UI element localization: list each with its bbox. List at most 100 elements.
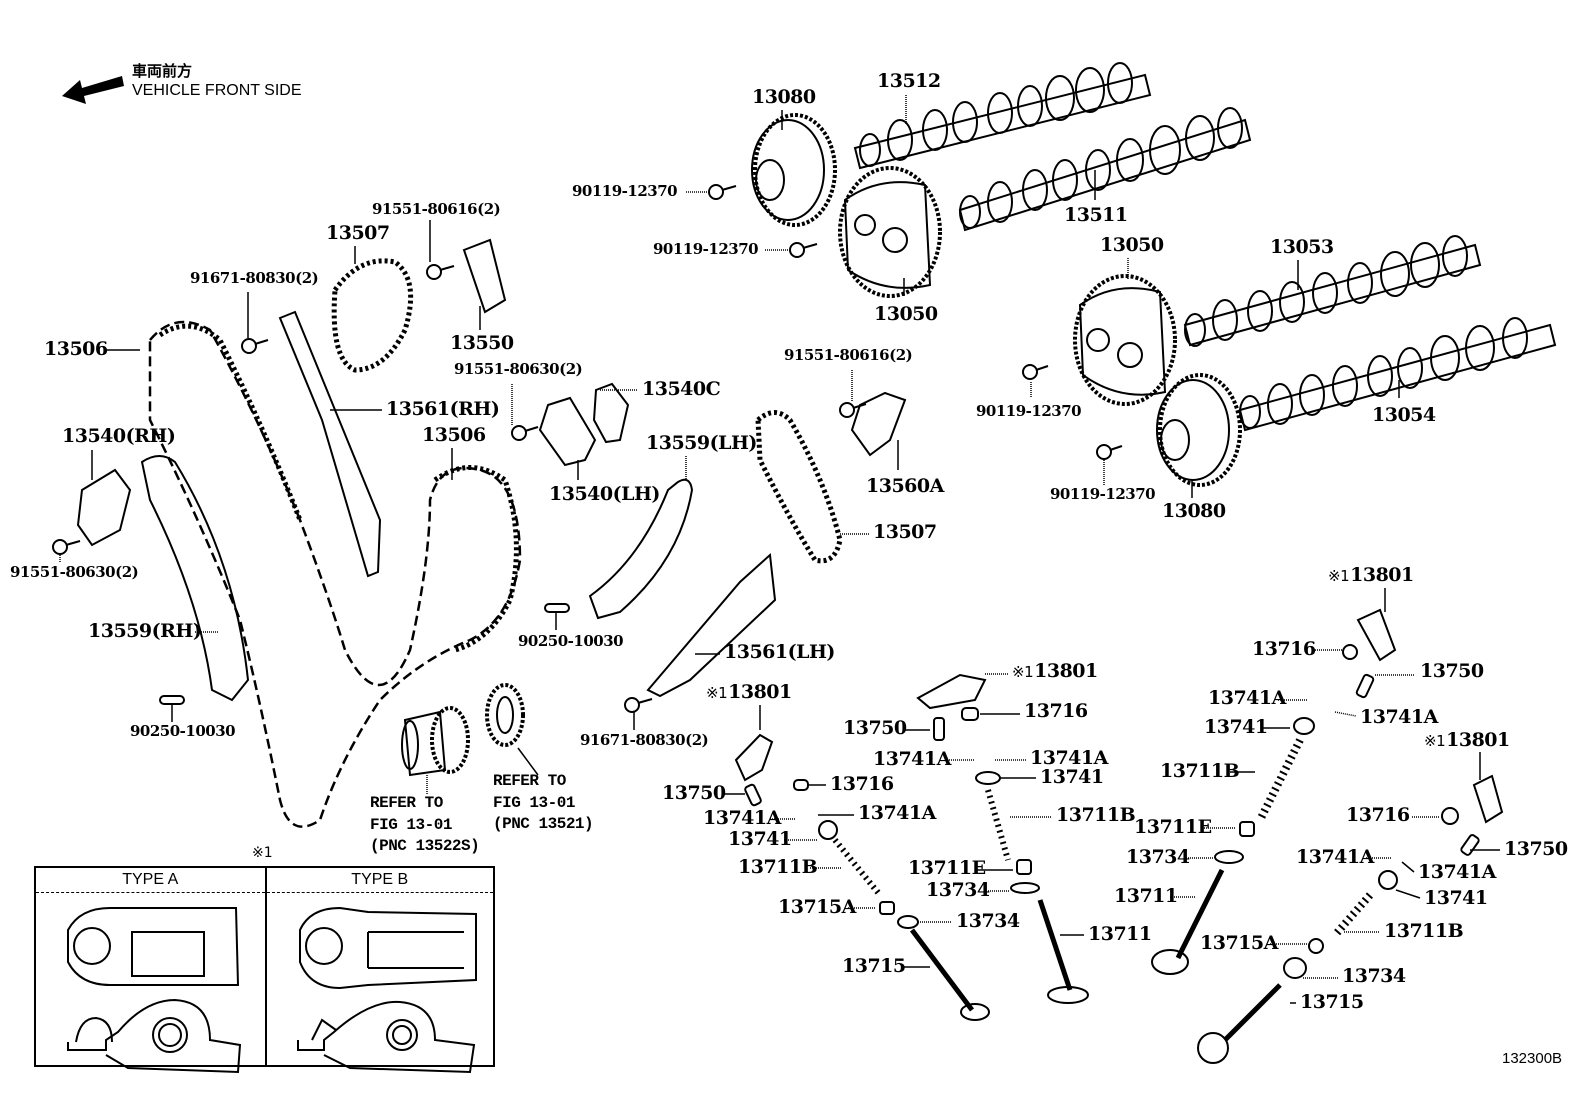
inset-type-a: TYPE A (36, 868, 265, 1065)
part-label[interactable]: 90119-12370 (572, 182, 678, 200)
part-label[interactable]: 13741A (1296, 846, 1374, 868)
part-label[interactable]: 90250-10030 (130, 722, 236, 740)
part-label[interactable]: 13734 (1342, 965, 1406, 987)
part-label[interactable]: 91551-80630(2) (454, 360, 583, 378)
part-label[interactable]: 13741 (728, 828, 792, 850)
part-label[interactable]: 13741 (1424, 887, 1488, 909)
part-label[interactable]: 13711B (1056, 804, 1136, 826)
part-label[interactable]: 13741A (1208, 687, 1286, 709)
part-label[interactable]: 13080 (752, 86, 816, 108)
refer-note-line: REFER TO (493, 772, 566, 790)
valve-train-group-1 (734, 733, 990, 1021)
part-label[interactable]: 13711 (1088, 923, 1152, 945)
camshaft-13054 (1238, 317, 1557, 432)
part-number: 13801 (1034, 660, 1098, 682)
part-label[interactable]: 90119-12370 (976, 402, 1082, 420)
part-label[interactable]: 13507 (326, 222, 390, 244)
part-number: 13801 (1446, 729, 1510, 751)
part-label[interactable]: 13716 (830, 773, 894, 795)
part-label[interactable]: 13506 (422, 424, 486, 446)
vehicle-front-label-en: VEHICLE FRONT SIDE (132, 82, 302, 99)
refer-note-line: REFER TO (370, 794, 443, 812)
part-label[interactable]: 13750 (1420, 660, 1484, 682)
part-label[interactable]: 13711B (738, 856, 818, 878)
part-label[interactable]: 13550 (450, 332, 514, 354)
inset-rocker-type-b (297, 906, 477, 1074)
part-label[interactable]: 90119-12370 (653, 240, 759, 258)
part-label[interactable]: 13711B (1160, 760, 1240, 782)
part-label[interactable]: 13741A (1360, 706, 1438, 728)
part-label[interactable]: 13511 (1064, 204, 1128, 226)
part-label[interactable]: 13559(RH) (88, 620, 202, 642)
part-label[interactable]: ※113801 (706, 683, 792, 702)
part-label[interactable]: 91551-80630(2) (10, 563, 139, 581)
part-label[interactable]: 13053 (1270, 236, 1334, 258)
part-label[interactable]: 13750 (843, 717, 907, 739)
part-label[interactable]: 13741 (1040, 766, 1104, 788)
oil-pump-sprocket (485, 683, 525, 747)
part-label[interactable]: 13080 (1162, 500, 1226, 522)
part-label[interactable]: 90119-12370 (1050, 485, 1156, 503)
part-label[interactable]: 13734 (1126, 846, 1190, 868)
part-label[interactable]: 13540(LH) (549, 483, 660, 505)
part-label[interactable]: 13715 (1300, 991, 1364, 1013)
crank-sprocket (401, 706, 470, 777)
part-label[interactable]: 13741 (1204, 716, 1268, 738)
valve-train-group-3 (1151, 608, 1397, 975)
vvt-gear-13050-lower (1073, 274, 1177, 406)
part-label[interactable]: 13559(LH) (646, 432, 757, 454)
part-label[interactable]: 13050 (1100, 234, 1164, 256)
part-label[interactable]: ※113801 (1012, 662, 1098, 681)
part-label[interactable]: 13715A (778, 896, 856, 918)
part-label[interactable]: 13506 (44, 338, 108, 360)
part-label[interactable]: 13561(RH) (386, 398, 500, 420)
part-label[interactable]: 91551-80616(2) (372, 200, 501, 218)
part-label[interactable]: 91671-80830(2) (580, 731, 709, 749)
part-label[interactable]: 13741A (858, 802, 936, 824)
part-number: 13801 (1350, 564, 1414, 586)
part-label[interactable]: 13750 (662, 782, 726, 804)
part-label[interactable]: 13050 (874, 303, 938, 325)
type-note-marker: ※1 (706, 684, 728, 702)
part-label[interactable]: 13711E (1134, 816, 1212, 838)
refer-note-crank: REFER TO FIG 13-01 (PNC 13522S) (370, 793, 480, 858)
part-label[interactable]: 13711B (1384, 920, 1464, 942)
vvt-gear-13080-upper (751, 113, 837, 227)
part-label[interactable]: 13741A (1030, 747, 1108, 769)
part-label[interactable]: 13711E (908, 857, 986, 879)
part-label[interactable]: 91671-80830(2) (190, 269, 319, 287)
tensioner-13560a (850, 391, 907, 457)
valve-train-group-4 (1197, 774, 1504, 1064)
camshaft-13511 (958, 107, 1252, 232)
part-label[interactable]: 13741A (1418, 861, 1496, 883)
type-a-label: TYPE A (36, 868, 265, 893)
part-label[interactable]: 91551-80616(2) (784, 346, 913, 364)
part-label[interactable]: ※113801 (1424, 731, 1510, 750)
type-note-marker: ※1 (1328, 567, 1350, 585)
leader-lines (59, 95, 1500, 1004)
part-label[interactable]: 13716 (1346, 804, 1410, 826)
part-label[interactable]: 13734 (956, 910, 1020, 932)
part-label[interactable]: 13540C (642, 378, 721, 400)
part-label[interactable]: 13561(LH) (724, 641, 835, 663)
part-label[interactable]: 13711 (1114, 885, 1178, 907)
part-label[interactable]: 13507 (873, 521, 937, 543)
tensioner-arm-13559-lh (588, 478, 694, 620)
part-label[interactable]: 13560A (866, 475, 944, 497)
part-label[interactable]: 13741A (873, 748, 951, 770)
part-label[interactable]: 13540(RH) (62, 425, 176, 447)
part-label[interactable]: 13512 (877, 70, 941, 92)
part-label[interactable]: 13054 (1372, 404, 1436, 426)
part-label[interactable]: 90250-10030 (518, 632, 624, 650)
part-label[interactable]: 13715 (842, 955, 906, 977)
part-label[interactable]: 13716 (1252, 638, 1316, 660)
part-label[interactable]: 13716 (1024, 700, 1088, 722)
vvt-gear-13050-upper (838, 166, 942, 298)
part-label[interactable]: 13715A (1200, 932, 1278, 954)
part-label[interactable]: ※113801 (1328, 566, 1414, 585)
part-label[interactable]: 13750 (1504, 838, 1568, 860)
part-label[interactable]: 13734 (926, 879, 990, 901)
part-label[interactable]: 13741A (703, 807, 781, 829)
valve-train-group-2 (916, 673, 1089, 1004)
bolts (52, 184, 1123, 713)
